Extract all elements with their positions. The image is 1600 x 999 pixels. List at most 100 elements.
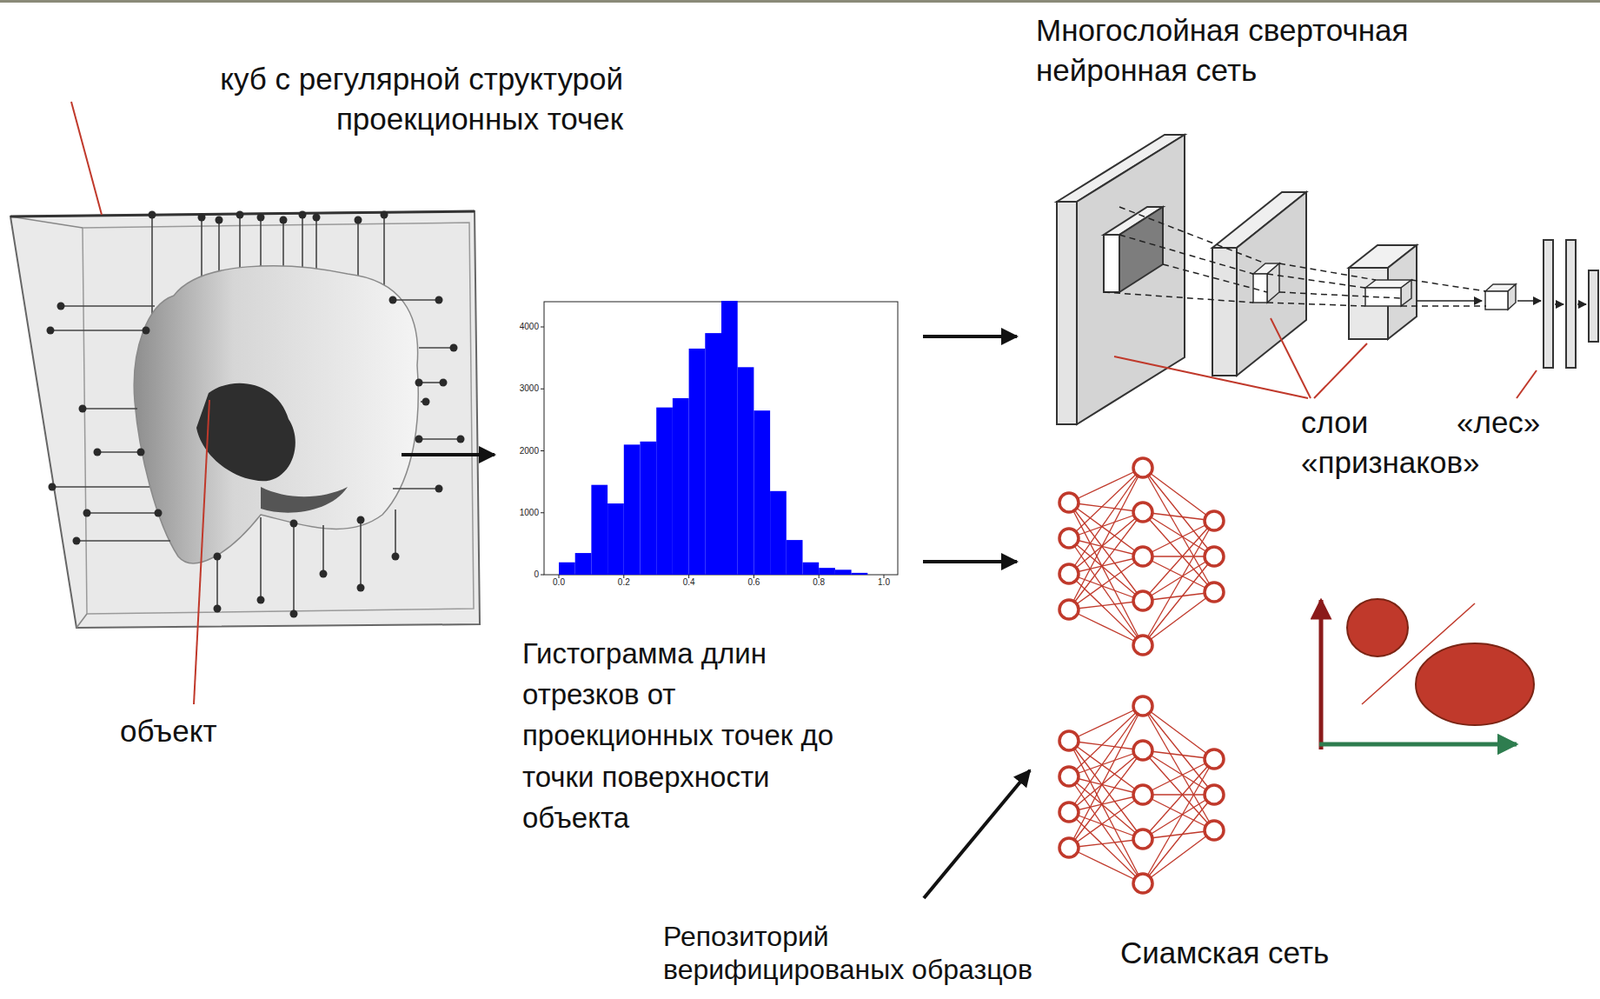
- net-link: [1068, 609, 1143, 645]
- net-link: [1068, 502, 1143, 601]
- projection-ray: [322, 524, 325, 574]
- cube-caption: куб с регулярной структурой проекционных…: [101, 59, 624, 139]
- repository-node: Репозиторий верифицированых образцов: [663, 919, 1055, 987]
- net-link: [1068, 740, 1143, 839]
- net-link: [1068, 511, 1143, 538]
- projection-point: [73, 537, 81, 545]
- block-side: [1507, 284, 1516, 310]
- receptive-field-line: [1267, 273, 1366, 288]
- net-link: [1142, 520, 1215, 645]
- neuron: [1133, 590, 1153, 611]
- projection-ray: [394, 509, 397, 557]
- block-front: [1365, 287, 1401, 306]
- projection-point: [83, 509, 92, 518]
- axis-tick-label: 2000: [510, 446, 539, 456]
- cnn-title: Многослойная сверточная нейронная сеть: [1035, 10, 1523, 90]
- block-front: [1103, 234, 1120, 293]
- neural-nets: [1059, 458, 1224, 893]
- neuron: [1059, 837, 1079, 857]
- object-node: объект: [132, 265, 419, 571]
- dense-layer: [1543, 239, 1554, 368]
- layer-label: «лес»: [1456, 402, 1541, 443]
- histogram-bar: [851, 572, 869, 575]
- block-side: [1400, 279, 1412, 306]
- layer-block: [1485, 284, 1516, 310]
- neural-net: [1059, 696, 1224, 893]
- block-front: [1253, 273, 1268, 303]
- net-link: [1142, 511, 1215, 592]
- object-shadow: [260, 486, 348, 513]
- neuron: [1059, 528, 1079, 548]
- projection-ray: [392, 298, 439, 301]
- receptive-field-line: [1267, 302, 1366, 306]
- histogram-bar: [607, 503, 625, 575]
- tick: [540, 326, 545, 328]
- histogram-bar: [640, 441, 658, 575]
- surface-point: [415, 435, 424, 444]
- neuron: [1133, 740, 1153, 760]
- flow-arrow: [923, 770, 1030, 898]
- projection-ray: [315, 217, 318, 277]
- net-link: [1068, 502, 1143, 557]
- surface-point: [154, 509, 163, 518]
- projection-ray: [86, 511, 159, 514]
- axis-tick-label: 0.6: [740, 577, 767, 587]
- projection-point: [148, 211, 157, 220]
- flow-arrow: [1517, 299, 1541, 302]
- net-link: [1068, 537, 1143, 645]
- projection-point: [391, 552, 400, 561]
- projection-point: [357, 584, 366, 592]
- projection-ray: [392, 487, 439, 490]
- surface-point: [142, 326, 151, 335]
- axis-tick-label: 4000: [510, 322, 539, 332]
- surface-point: [137, 448, 146, 457]
- neuron: [1059, 730, 1079, 751]
- projection-point: [279, 216, 288, 225]
- siamese-label: Сиамская сеть: [1120, 934, 1329, 971]
- cube-edge: [76, 613, 87, 628]
- projection-point: [257, 213, 266, 222]
- projection-point: [290, 610, 299, 618]
- histogram-bar: [803, 562, 820, 575]
- projection-point: [213, 604, 222, 613]
- object-label: объект: [119, 712, 217, 750]
- net-link: [1142, 520, 1215, 601]
- neural-net: [1059, 458, 1224, 655]
- neuron: [1059, 564, 1079, 584]
- histogram-bar: [835, 569, 852, 575]
- leader-line: [1114, 356, 1308, 399]
- cnn-figure: [1056, 134, 1599, 425]
- histogram-bar: [656, 407, 673, 575]
- net-link: [1068, 467, 1143, 574]
- projection-point: [93, 448, 102, 457]
- receptive-field-line: [1162, 264, 1268, 293]
- receptive-field-line: [1279, 292, 1401, 299]
- neuron: [1204, 784, 1224, 804]
- flow-arrow: [401, 452, 495, 457]
- projection-point: [198, 213, 206, 222]
- receptive-field-line: [1400, 305, 1487, 307]
- siamese-node: Сиамская сеть: [1055, 449, 1239, 975]
- projection-ray: [418, 438, 461, 440]
- net-link: [1068, 776, 1143, 883]
- cluster-icon: [1319, 598, 1534, 750]
- axis-tick-label: 0.0: [545, 577, 572, 587]
- tick: [540, 574, 545, 576]
- flow-arrow: [1554, 303, 1564, 306]
- axis-tick-label: 0: [510, 570, 539, 579]
- neuron: [1133, 696, 1153, 716]
- histogram-bar: [786, 539, 804, 575]
- projection-point: [79, 404, 87, 413]
- net-link: [1142, 758, 1215, 839]
- layer-block: [1365, 279, 1412, 306]
- dense-layer: [1588, 270, 1599, 342]
- neuron: [1204, 546, 1224, 566]
- block-front: [1056, 201, 1077, 425]
- projection-ray: [52, 485, 150, 488]
- block-front: [1212, 247, 1237, 376]
- histogram-bar: [590, 484, 608, 575]
- block-side: [1119, 206, 1163, 293]
- net-link: [1068, 838, 1143, 848]
- neuron: [1204, 749, 1224, 769]
- net-link: [1068, 705, 1143, 812]
